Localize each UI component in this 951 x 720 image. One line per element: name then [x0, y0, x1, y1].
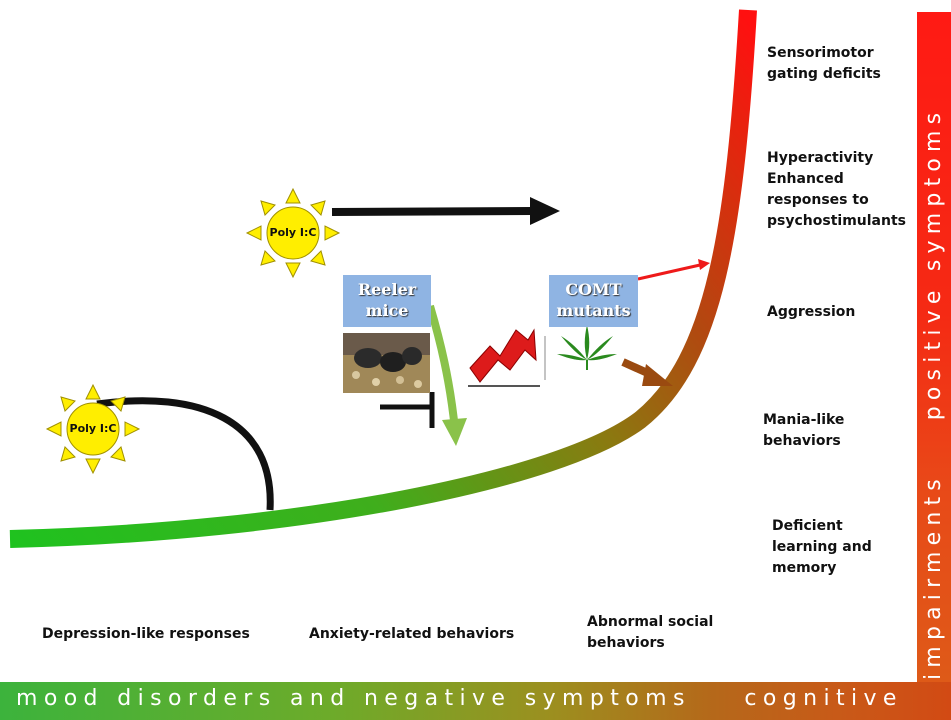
label-mania: Mania-like behaviors [763, 412, 845, 449]
reeler-box-line2: mice [365, 301, 409, 320]
label-anxiety: Anxiety-related behaviors [309, 626, 515, 642]
sun-icon [245, 187, 341, 279]
polyic-black-arrow-head [530, 197, 560, 225]
label-social: Abnormal social behaviors [587, 614, 714, 651]
red-arrow-shaft [637, 263, 701, 281]
reeler-box-line1: Reeler [357, 280, 417, 299]
comt-box-line2: mutants [556, 301, 631, 320]
label-learning: Deficient learning and memory [772, 518, 872, 576]
polyic-black-arrow-shaft [331, 207, 533, 216]
label-aggression: Aggression [767, 304, 856, 320]
sun-label: Poly I:C [69, 422, 117, 435]
bottom-band-text: mood disorders and negative symptoms cog… [16, 686, 903, 711]
progression-curve [9, 9, 757, 548]
polyic-arc-arrow [96, 397, 274, 511]
red-arrow-head [698, 259, 710, 270]
green-arrow [426, 304, 459, 431]
label-depression: Depression-like responses [42, 626, 250, 642]
cannabis-leaf-icon [557, 325, 617, 370]
right-band-text: impairments positive symptoms [921, 106, 946, 680]
right-band [917, 12, 951, 682]
stress-icon [468, 328, 546, 387]
green-arrow-head [442, 418, 467, 446]
reeler-mice-photo [343, 333, 430, 393]
label-sensorimotor: Sensorimotor gating deficits [767, 45, 881, 82]
bottom-band [0, 682, 951, 720]
comt-mutants-box: COMT mutants [549, 275, 638, 327]
sun-label: Poly I:C [269, 226, 317, 239]
reeler-mice-box: Reeler mice [343, 275, 431, 327]
comt-box-line1: COMT [565, 280, 622, 299]
brown-arrow-head [642, 364, 673, 386]
sun-icon [45, 383, 141, 475]
label-hyperactivity: Hyperactivity Enhanced responses to psyc… [767, 150, 906, 229]
